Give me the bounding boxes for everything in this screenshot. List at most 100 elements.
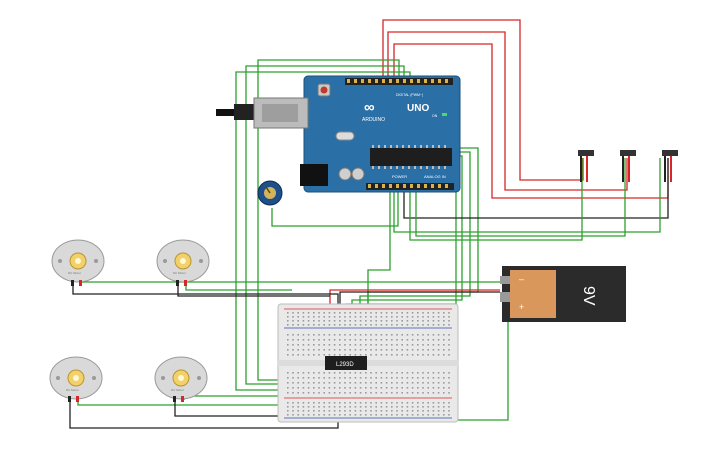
breadboard-hole[interactable] [385, 339, 388, 341]
breadboard-hole[interactable] [448, 387, 450, 389]
breadboard-hole[interactable] [328, 410, 331, 412]
breadboard-hole[interactable] [297, 312, 299, 314]
breadboard-hole[interactable] [396, 372, 398, 374]
breadboard-hole[interactable] [437, 377, 440, 379]
breadboard-hole[interactable] [349, 382, 351, 384]
breadboard-hole[interactable] [401, 382, 403, 384]
breadboard-hole[interactable] [323, 406, 325, 408]
breadboard-hole[interactable] [349, 344, 351, 346]
breadboard-hole[interactable] [406, 372, 409, 374]
breadboard-hole[interactable] [344, 316, 346, 318]
breadboard-hole[interactable] [339, 402, 341, 404]
breadboard-hole[interactable] [417, 414, 419, 416]
breadboard-hole[interactable] [385, 320, 388, 322]
breadboard-hole[interactable] [380, 339, 383, 341]
breadboard-hole[interactable] [339, 334, 341, 336]
breadboard-hole[interactable] [370, 392, 372, 394]
breadboard-hole[interactable] [417, 349, 419, 351]
wire-green-h[interactable] [271, 192, 399, 227]
breadboard-hole[interactable] [323, 382, 325, 384]
breadboard-hole[interactable] [437, 334, 440, 336]
breadboard-hole[interactable] [313, 334, 315, 336]
breadboard-hole[interactable] [354, 320, 357, 322]
breadboard-hole[interactable] [437, 320, 440, 322]
breadboard-hole[interactable] [365, 316, 367, 318]
breadboard-hole[interactable] [344, 406, 346, 408]
breadboard-hole[interactable] [365, 349, 367, 351]
breadboard-hole[interactable] [339, 354, 341, 356]
breadboard-hole[interactable] [385, 387, 388, 389]
breadboard-hole[interactable] [432, 354, 435, 356]
breadboard-hole[interactable] [328, 402, 331, 404]
breadboard-hole[interactable] [313, 406, 315, 408]
breadboard-hole[interactable] [287, 387, 289, 389]
breadboard-hole[interactable] [323, 320, 325, 322]
breadboard-hole[interactable] [443, 316, 445, 318]
breadboard-hole[interactable] [318, 387, 320, 389]
breadboard-hole[interactable] [349, 334, 351, 336]
breadboard-hole[interactable] [365, 406, 367, 408]
breadboard-hole[interactable] [406, 410, 409, 412]
breadboard-hole[interactable] [287, 382, 289, 384]
breadboard-hole[interactable] [292, 312, 294, 314]
breadboard-hole[interactable] [307, 334, 310, 336]
motor-1[interactable]: DC Motor [51, 239, 105, 283]
breadboard-hole[interactable] [380, 354, 383, 356]
breadboard-hole[interactable] [354, 354, 357, 356]
breadboard-hole[interactable] [328, 324, 331, 326]
breadboard-hole[interactable] [365, 410, 367, 412]
breadboard-hole[interactable] [437, 349, 440, 351]
breadboard-hole[interactable] [380, 392, 383, 394]
breadboard-hole[interactable] [391, 324, 393, 326]
breadboard-hole[interactable] [391, 339, 393, 341]
breadboard-hole[interactable] [328, 392, 331, 394]
wire-green-l[interactable] [367, 192, 391, 320]
breadboard-hole[interactable] [339, 316, 341, 318]
breadboard-hole[interactable] [344, 344, 346, 346]
breadboard-hole[interactable] [375, 387, 377, 389]
breadboard-hole[interactable] [292, 406, 294, 408]
breadboard-hole[interactable] [323, 392, 325, 394]
breadboard-hole[interactable] [318, 382, 320, 384]
breadboard-hole[interactable] [323, 349, 325, 351]
l293d-chip[interactable]: L293D [325, 356, 367, 370]
breadboard-hole[interactable] [396, 402, 398, 404]
wire-green-j[interactable] [415, 158, 626, 237]
breadboard-hole[interactable] [375, 324, 377, 326]
breadboard-hole[interactable] [406, 382, 409, 384]
breadboard-hole[interactable] [443, 377, 445, 379]
breadboard-hole[interactable] [313, 312, 315, 314]
breadboard-hole[interactable] [448, 414, 450, 416]
breadboard-hole[interactable] [422, 372, 424, 374]
breadboard-hole[interactable] [417, 339, 419, 341]
wire-green-a[interactable] [257, 59, 400, 381]
breadboard-hole[interactable] [370, 387, 372, 389]
breadboard-hole[interactable] [292, 344, 294, 346]
breadboard-hole[interactable] [354, 324, 357, 326]
breadboard-hole[interactable] [344, 349, 346, 351]
breadboard-hole[interactable] [307, 392, 310, 394]
breadboard-hole[interactable] [443, 392, 445, 394]
breadboard-hole[interactable] [344, 387, 346, 389]
breadboard-hole[interactable] [432, 349, 435, 351]
breadboard-hole[interactable] [422, 349, 424, 351]
breadboard-hole[interactable] [370, 406, 372, 408]
breadboard-hole[interactable] [417, 324, 419, 326]
breadboard-hole[interactable] [328, 387, 331, 389]
breadboard-hole[interactable] [349, 410, 351, 412]
breadboard-hole[interactable] [370, 414, 372, 416]
breadboard-hole[interactable] [359, 344, 362, 346]
breadboard-hole[interactable] [417, 392, 419, 394]
breadboard-hole[interactable] [365, 344, 367, 346]
breadboard-hole[interactable] [448, 320, 450, 322]
breadboard-hole[interactable] [349, 349, 351, 351]
breadboard-hole[interactable] [333, 324, 336, 326]
breadboard-hole[interactable] [287, 377, 289, 379]
breadboard-hole[interactable] [427, 316, 429, 318]
breadboard-hole[interactable] [411, 344, 414, 346]
breadboard-hole[interactable] [333, 339, 336, 341]
breadboard-hole[interactable] [375, 382, 377, 384]
breadboard-hole[interactable] [427, 414, 429, 416]
breadboard-hole[interactable] [287, 334, 289, 336]
breadboard-hole[interactable] [391, 377, 393, 379]
